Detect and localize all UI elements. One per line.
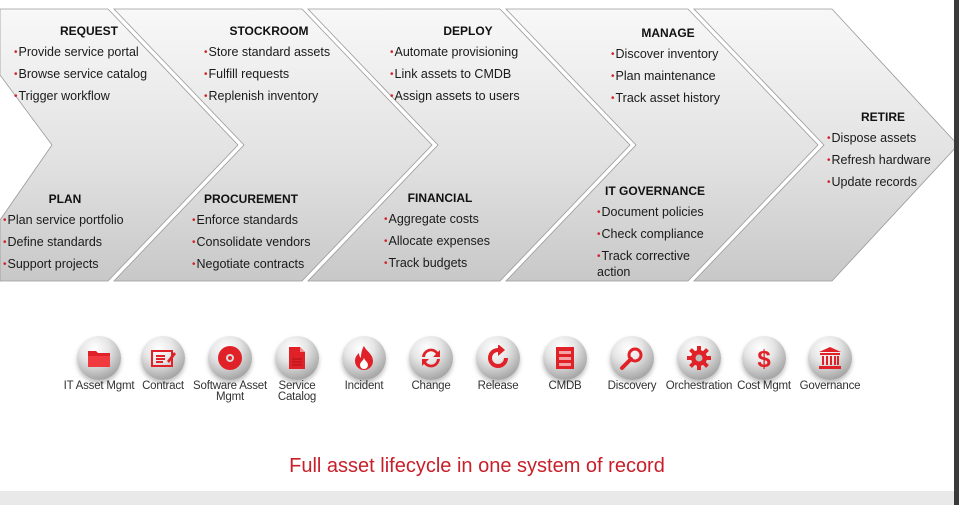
tool-cost-mgmt[interactable]: $ Cost Mgmt	[727, 336, 801, 392]
stage-item: •Consolidate vendors	[192, 235, 311, 249]
tool-governance[interactable]: Governance	[793, 336, 867, 392]
stage-item: •Enforce standards	[192, 213, 298, 227]
refresh-arrows-icon	[422, 348, 440, 368]
disc-icon	[218, 346, 242, 370]
stage-title: DEPLOY	[443, 24, 493, 38]
stage-item: •Allocate expenses	[384, 234, 490, 248]
dollar-icon: $	[757, 346, 771, 371]
stage-item: •Check compliance	[597, 227, 704, 241]
stage-procurement: PROCUREMENT •Enforce standards •Consolid…	[192, 190, 310, 276]
stage-item: •Support projects	[3, 257, 99, 271]
stage-item: •Fulfill requests	[204, 67, 290, 81]
stage-item: •Assign assets to users	[390, 89, 520, 103]
tool-cmdb[interactable]: CMDB	[528, 336, 602, 392]
stage-item: •Link assets to CMDB	[390, 67, 512, 81]
stage-manage: MANAGE •Discover inventory •Plan mainten…	[611, 24, 725, 110]
stage-title: STOCKROOM	[229, 24, 309, 38]
tool-release[interactable]: Release	[461, 336, 535, 392]
contract-icon	[151, 350, 176, 367]
building-columns-icon	[819, 347, 841, 369]
stage-item: •Replenish inventory	[204, 89, 319, 103]
stage-title: RETIRE	[860, 110, 905, 124]
flame-icon	[355, 346, 373, 370]
tool-service-catalog[interactable]: Service Catalog	[260, 336, 334, 402]
stage-item: •Track budgets	[384, 256, 468, 270]
tool-change[interactable]: Change	[394, 336, 468, 392]
stage-item: •Automate provisioning	[390, 45, 519, 59]
stage-deploy: DEPLOY •Automate provisioning •Link asse…	[390, 22, 546, 108]
stage-item: •Negotiate contracts	[192, 257, 305, 271]
stage-retire: RETIRE •Dispose assets •Refresh hardware…	[827, 108, 939, 194]
document-icon	[289, 347, 305, 369]
stage-request: REQUEST •Provide service portal •Browse …	[14, 22, 164, 108]
stage-item: •Trigger workflow	[14, 89, 110, 103]
gear-icon	[687, 346, 711, 370]
stage-title: PROCUREMENT	[203, 192, 298, 206]
tool-software-asset-mgmt[interactable]: Software Asset Mgmt	[193, 336, 267, 402]
stage-item: •Refresh hardware	[827, 153, 931, 167]
stage-stockroom: STOCKROOM •Store standard assets •Fulfil…	[204, 22, 334, 108]
tool-it-asset-mgmt[interactable]: IT Asset Mgmt	[62, 336, 136, 392]
caption: Full asset lifecycle in one system of re…	[289, 455, 665, 477]
svg-text:$: $	[757, 346, 771, 371]
server-rack-icon	[556, 347, 574, 369]
stage-title: MANAGE	[641, 26, 695, 40]
magnifier-icon	[620, 347, 643, 370]
stage-plan: PLAN •Plan service portfolio •Define sta…	[3, 190, 127, 276]
stage-item: •Track asset history	[611, 91, 720, 105]
stage-item: •Provide service portal	[14, 45, 139, 59]
tool-incident[interactable]: Incident	[327, 336, 401, 392]
tool-discovery[interactable]: Discovery	[595, 336, 669, 392]
asset-lifecycle-diagram: REQUEST •Provide service portal •Browse …	[0, 8, 959, 282]
scrollbar[interactable]	[954, 0, 959, 505]
stage-item: •Track corrective action	[597, 249, 690, 279]
stage-item: •Plan service portfolio	[3, 213, 124, 227]
stage-item: •Plan maintenance	[611, 69, 716, 83]
stage-item: •Dispose assets	[827, 131, 917, 145]
circular-arrow-icon	[488, 345, 508, 368]
stage-title: REQUEST	[59, 24, 118, 38]
product-icon-row: IT Asset Mgmt Contract Software Asset Mg…	[64, 336, 870, 416]
stage-item: •Update records	[827, 175, 917, 189]
stage-item: •Document policies	[597, 205, 704, 219]
stage-item: •Define standards	[3, 235, 103, 249]
stage-title: IT GOVERNANCE	[604, 184, 705, 198]
footer-band	[0, 491, 954, 505]
stage-title: PLAN	[48, 192, 82, 206]
stage-it-governance: IT GOVERNANCE •Document policies •Check …	[597, 182, 713, 280]
tool-orchestration[interactable]: Orchestration	[662, 336, 736, 392]
stage-financial: FINANCIAL •Aggregate costs •Allocate exp…	[384, 189, 496, 275]
tool-contract[interactable]: Contract	[126, 336, 200, 392]
stage-item: •Store standard assets	[204, 45, 331, 59]
folder-icon	[88, 351, 110, 367]
chevron-shapes	[0, 8, 959, 282]
stage-item: •Discover inventory	[611, 47, 719, 61]
stage-title: FINANCIAL	[407, 191, 473, 205]
stage-item: •Aggregate costs	[384, 212, 479, 226]
stage-item: •Browse service catalog	[14, 67, 148, 81]
